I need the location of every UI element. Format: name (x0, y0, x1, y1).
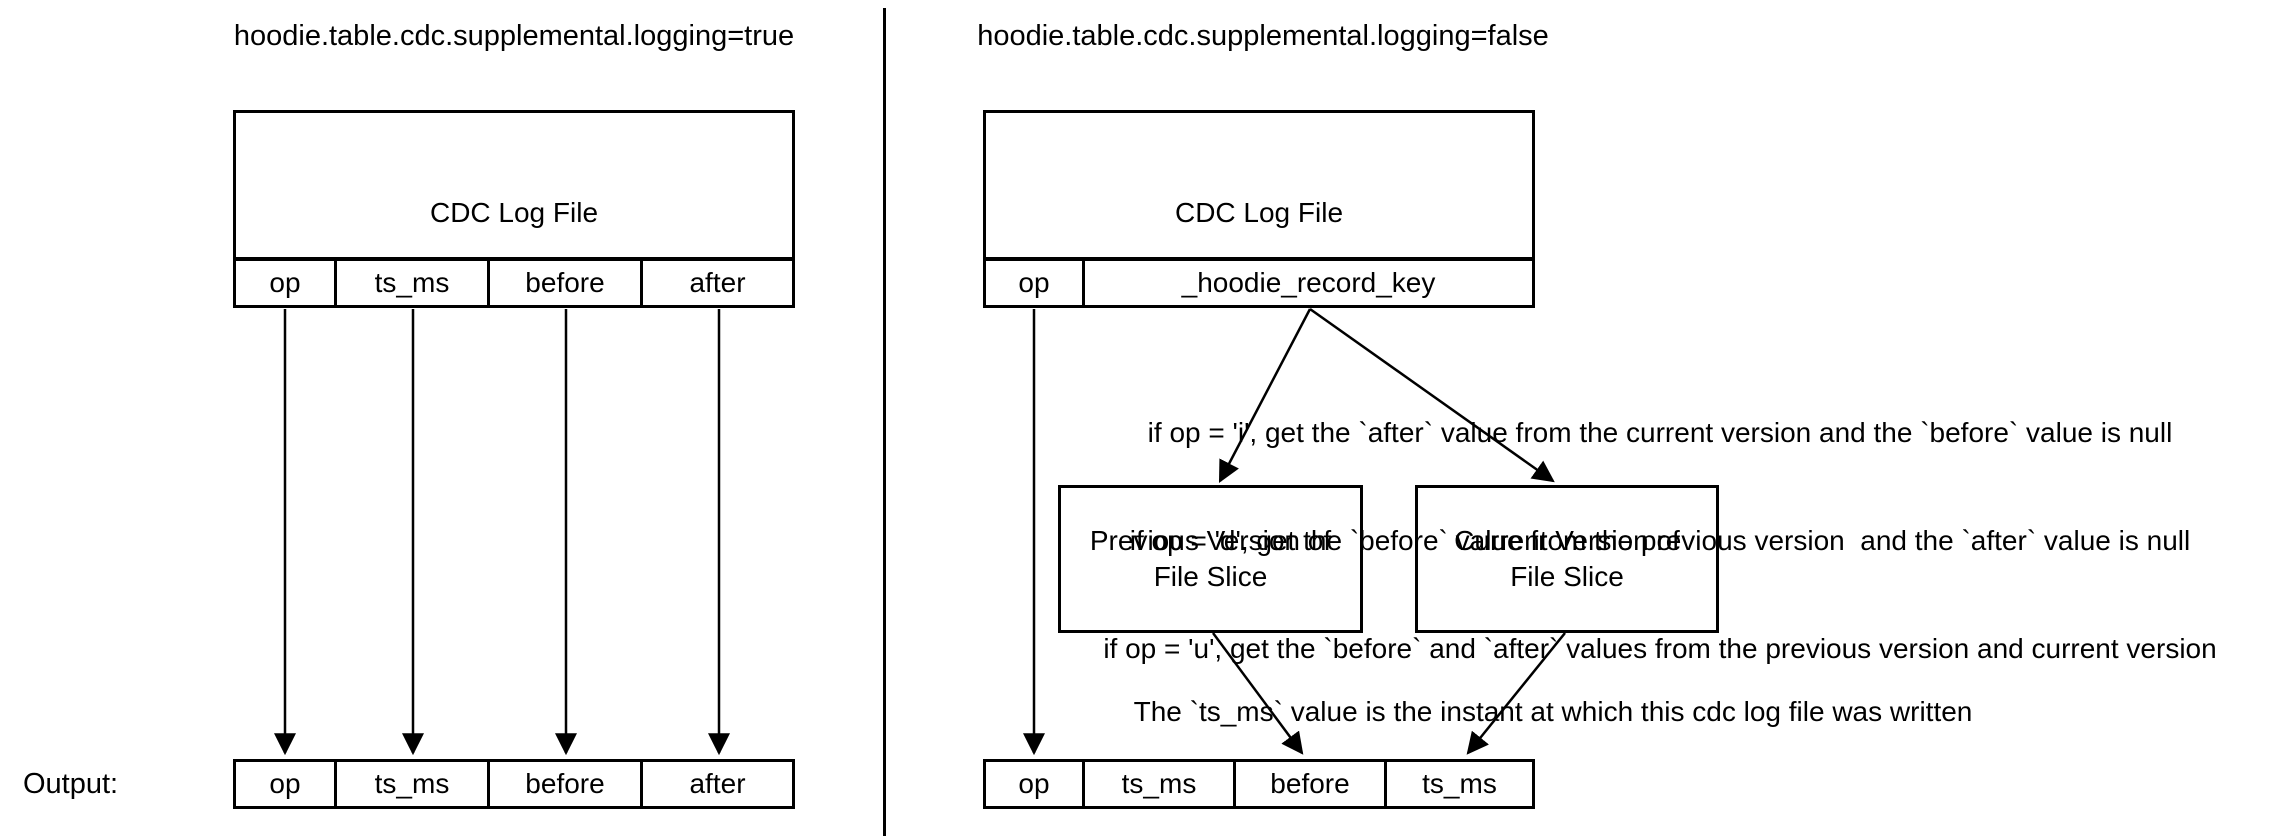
current-version-file-slice-box: Current Version of File Slice (1415, 485, 1719, 633)
left-cdc-log-file-label: CDC Log File (429, 197, 599, 228)
left-header-cell-after: after (643, 258, 795, 308)
output-label: Output: (23, 768, 119, 800)
op-rule-insert: if op = 'i', get the `after` value from … (1147, 417, 2173, 448)
right-output-cell-ts-ms: ts_ms (1085, 759, 1236, 809)
left-cdc-log-file-box: CDC Log File (233, 110, 795, 260)
current-version-label-line1: Current Version of (1454, 525, 1680, 556)
previous-version-label-line2: File Slice (1153, 561, 1268, 592)
panel-divider-line (883, 8, 886, 836)
previous-version-file-slice-box: Previous Version of File Slice (1058, 485, 1363, 633)
right-output-cell-op: op (983, 759, 1085, 809)
left-output-cell-op: op (233, 759, 337, 809)
ts-ms-note-text: The `ts_ms` value is the instant at whic… (1133, 696, 1973, 727)
right-cdc-log-file-box: CDC Log File (983, 110, 1535, 260)
right-panel-title: hoodie.table.cdc.supplemental.logging=fa… (977, 20, 1549, 52)
right-header-cell-hoodie-record-key: _hoodie_record_key (1085, 258, 1535, 308)
right-cdc-log-file-label: CDC Log File (1174, 197, 1344, 228)
left-header-cell-before: before (490, 258, 643, 308)
right-output-cell-ts-ms-2: ts_ms (1387, 759, 1535, 809)
panel-logging-true: hoodie.table.cdc.supplemental.logging=tr… (0, 0, 884, 836)
left-header-cell-ts-ms: ts_ms (337, 258, 490, 308)
right-cdc-header-row: op _hoodie_record_key (983, 258, 1535, 308)
previous-version-label-line1: Previous Version of (1089, 525, 1332, 556)
right-output-cell-before: before (1236, 759, 1387, 809)
op-rule-update: if op = 'u', get the `before` and `after… (1103, 633, 2217, 664)
left-output-row: op ts_ms before after (233, 759, 795, 809)
left-panel-title: hoodie.table.cdc.supplemental.logging=tr… (233, 20, 795, 52)
right-header-cell-op: op (983, 258, 1085, 308)
left-header-cell-op: op (233, 258, 337, 308)
current-version-label-line2: File Slice (1510, 561, 1624, 592)
panel-logging-false: hoodie.table.cdc.supplemental.logging=fa… (886, 0, 2278, 836)
left-cdc-header-row: op ts_ms before after (233, 258, 795, 308)
right-output-row: op ts_ms before ts_ms (983, 759, 1535, 809)
left-output-cell-before: before (490, 759, 643, 809)
left-output-cell-after: after (643, 759, 795, 809)
left-output-cell-ts-ms: ts_ms (337, 759, 490, 809)
op-rule-delete: if op = 'd', get the `before` value from… (1129, 525, 2191, 556)
